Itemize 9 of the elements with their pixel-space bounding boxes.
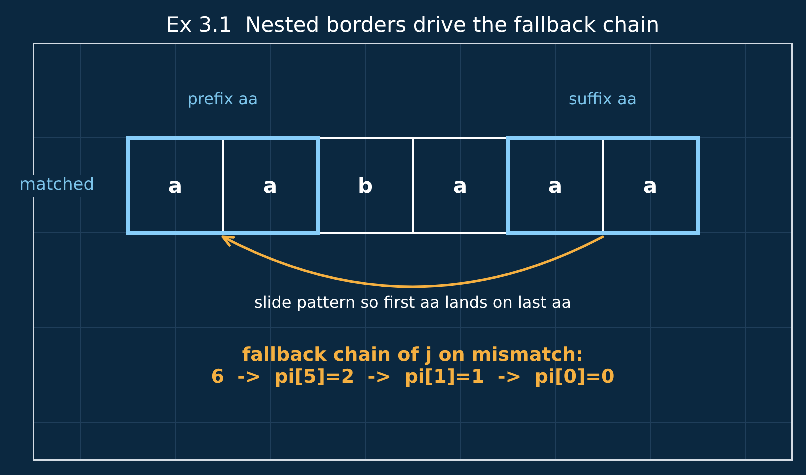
- array-cell: b: [317, 137, 414, 234]
- chain-heading: fallback chain of j on mismatch:: [242, 345, 584, 367]
- fallback-sequence: 6 -> pi[5]=2 -> pi[1]=1 -> pi[0]=0: [211, 367, 615, 389]
- frame-heading: suffix aa: [568, 90, 638, 108]
- frame-heading: prefix aa: [188, 90, 258, 108]
- curved-arrow: [222, 236, 604, 288]
- diagram-title: Ex 3.1 Nested borders drive the fallback chain: [166, 12, 660, 38]
- edge-label: slide pattern so first aa lands on last aa: [254, 294, 572, 312]
- array-cell: a: [412, 137, 509, 234]
